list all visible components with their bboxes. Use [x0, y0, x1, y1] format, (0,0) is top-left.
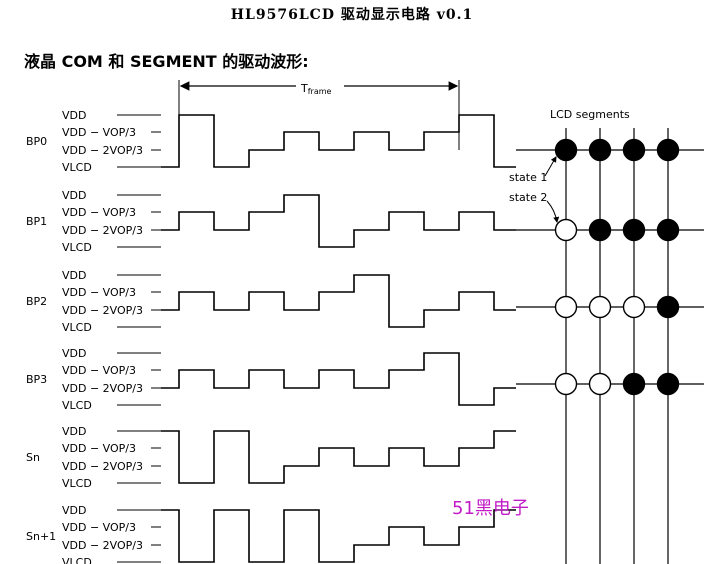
level-label-vdd-2vop3: VDD − 2VOP/3: [62, 460, 143, 473]
watermark: 51黑电子: [452, 498, 529, 519]
waveform: [161, 509, 516, 563]
level-label-vdd: VDD: [62, 347, 86, 360]
segment-dot-on: [656, 372, 680, 396]
waveform: [161, 114, 516, 168]
level-label-vdd: VDD: [62, 504, 86, 517]
state2-arrow: [546, 200, 560, 223]
state2-label: state 2: [509, 191, 547, 204]
document-title: HL9576LCD 驱动显示电路 v0.1: [230, 7, 474, 23]
signal-name: BP2: [26, 295, 47, 308]
signal-name: Sn: [26, 451, 40, 464]
level-label-vdd-vop3: VDD − VOP/3: [62, 521, 136, 534]
level-label-vdd-2vop3: VDD − 2VOP/3: [62, 144, 143, 157]
level-label-vlcd: VLCD: [62, 556, 92, 564]
level-label-vdd-2vop3: VDD − 2VOP/3: [62, 224, 143, 237]
segment-dot-on: [622, 372, 646, 396]
level-label-vdd-2vop3: VDD − 2VOP/3: [62, 304, 143, 317]
segment-dot-off: [588, 295, 612, 319]
waveform: [161, 352, 516, 406]
section-heading: 液晶 COM 和 SEGMENT 的驱动波形:: [24, 52, 309, 71]
dot-grid: [516, 128, 704, 564]
signal-name: BP1: [26, 215, 47, 228]
waveform: [161, 274, 516, 328]
level-label-vdd: VDD: [62, 189, 86, 202]
segment-dot-on: [554, 138, 578, 162]
segment-dot-off: [622, 295, 646, 319]
level-label-vlcd: VLCD: [62, 161, 92, 174]
frame-label: Tframe: [300, 82, 332, 96]
waveform: [161, 430, 516, 484]
state1-label: state 1: [509, 171, 547, 184]
waveform: [161, 194, 516, 248]
state1-arrow: [544, 156, 557, 177]
level-label-vdd: VDD: [62, 425, 86, 438]
segment-dot-on: [622, 218, 646, 242]
level-label-vdd: VDD: [62, 109, 86, 122]
segment-dot-on: [656, 218, 680, 242]
level-label-vdd-vop3: VDD − VOP/3: [62, 126, 136, 139]
signal-name: BP3: [26, 373, 47, 386]
level-label-vdd-2vop3: VDD − 2VOP/3: [62, 539, 143, 552]
lcd-segments-label: LCD segments: [550, 108, 630, 121]
segment-dot-on: [588, 218, 612, 242]
segment-dot-off: [588, 372, 612, 396]
segment-dot-off: [554, 295, 578, 319]
signal-name: BP0: [26, 135, 47, 148]
level-label-vdd-vop3: VDD − VOP/3: [62, 286, 136, 299]
segment-dot-on: [656, 295, 680, 319]
level-label-vlcd: VLCD: [62, 321, 92, 334]
level-label-vdd-vop3: VDD − VOP/3: [62, 364, 136, 377]
level-label-vlcd: VLCD: [62, 399, 92, 412]
signal-name: Sn+1: [26, 530, 56, 543]
level-label-vdd-2vop3: VDD − 2VOP/3: [62, 382, 143, 395]
level-label-vdd-vop3: VDD − VOP/3: [62, 442, 136, 455]
segment-dot-on: [622, 138, 646, 162]
level-label-vlcd: VLCD: [62, 477, 92, 490]
level-label-vlcd: VLCD: [62, 241, 92, 254]
level-label-vdd-vop3: VDD − VOP/3: [62, 206, 136, 219]
segment-dot-off: [554, 372, 578, 396]
segment-dot-on: [588, 138, 612, 162]
level-label-vdd: VDD: [62, 269, 86, 282]
segment-dot-off: [554, 218, 578, 242]
segment-dot-on: [656, 138, 680, 162]
